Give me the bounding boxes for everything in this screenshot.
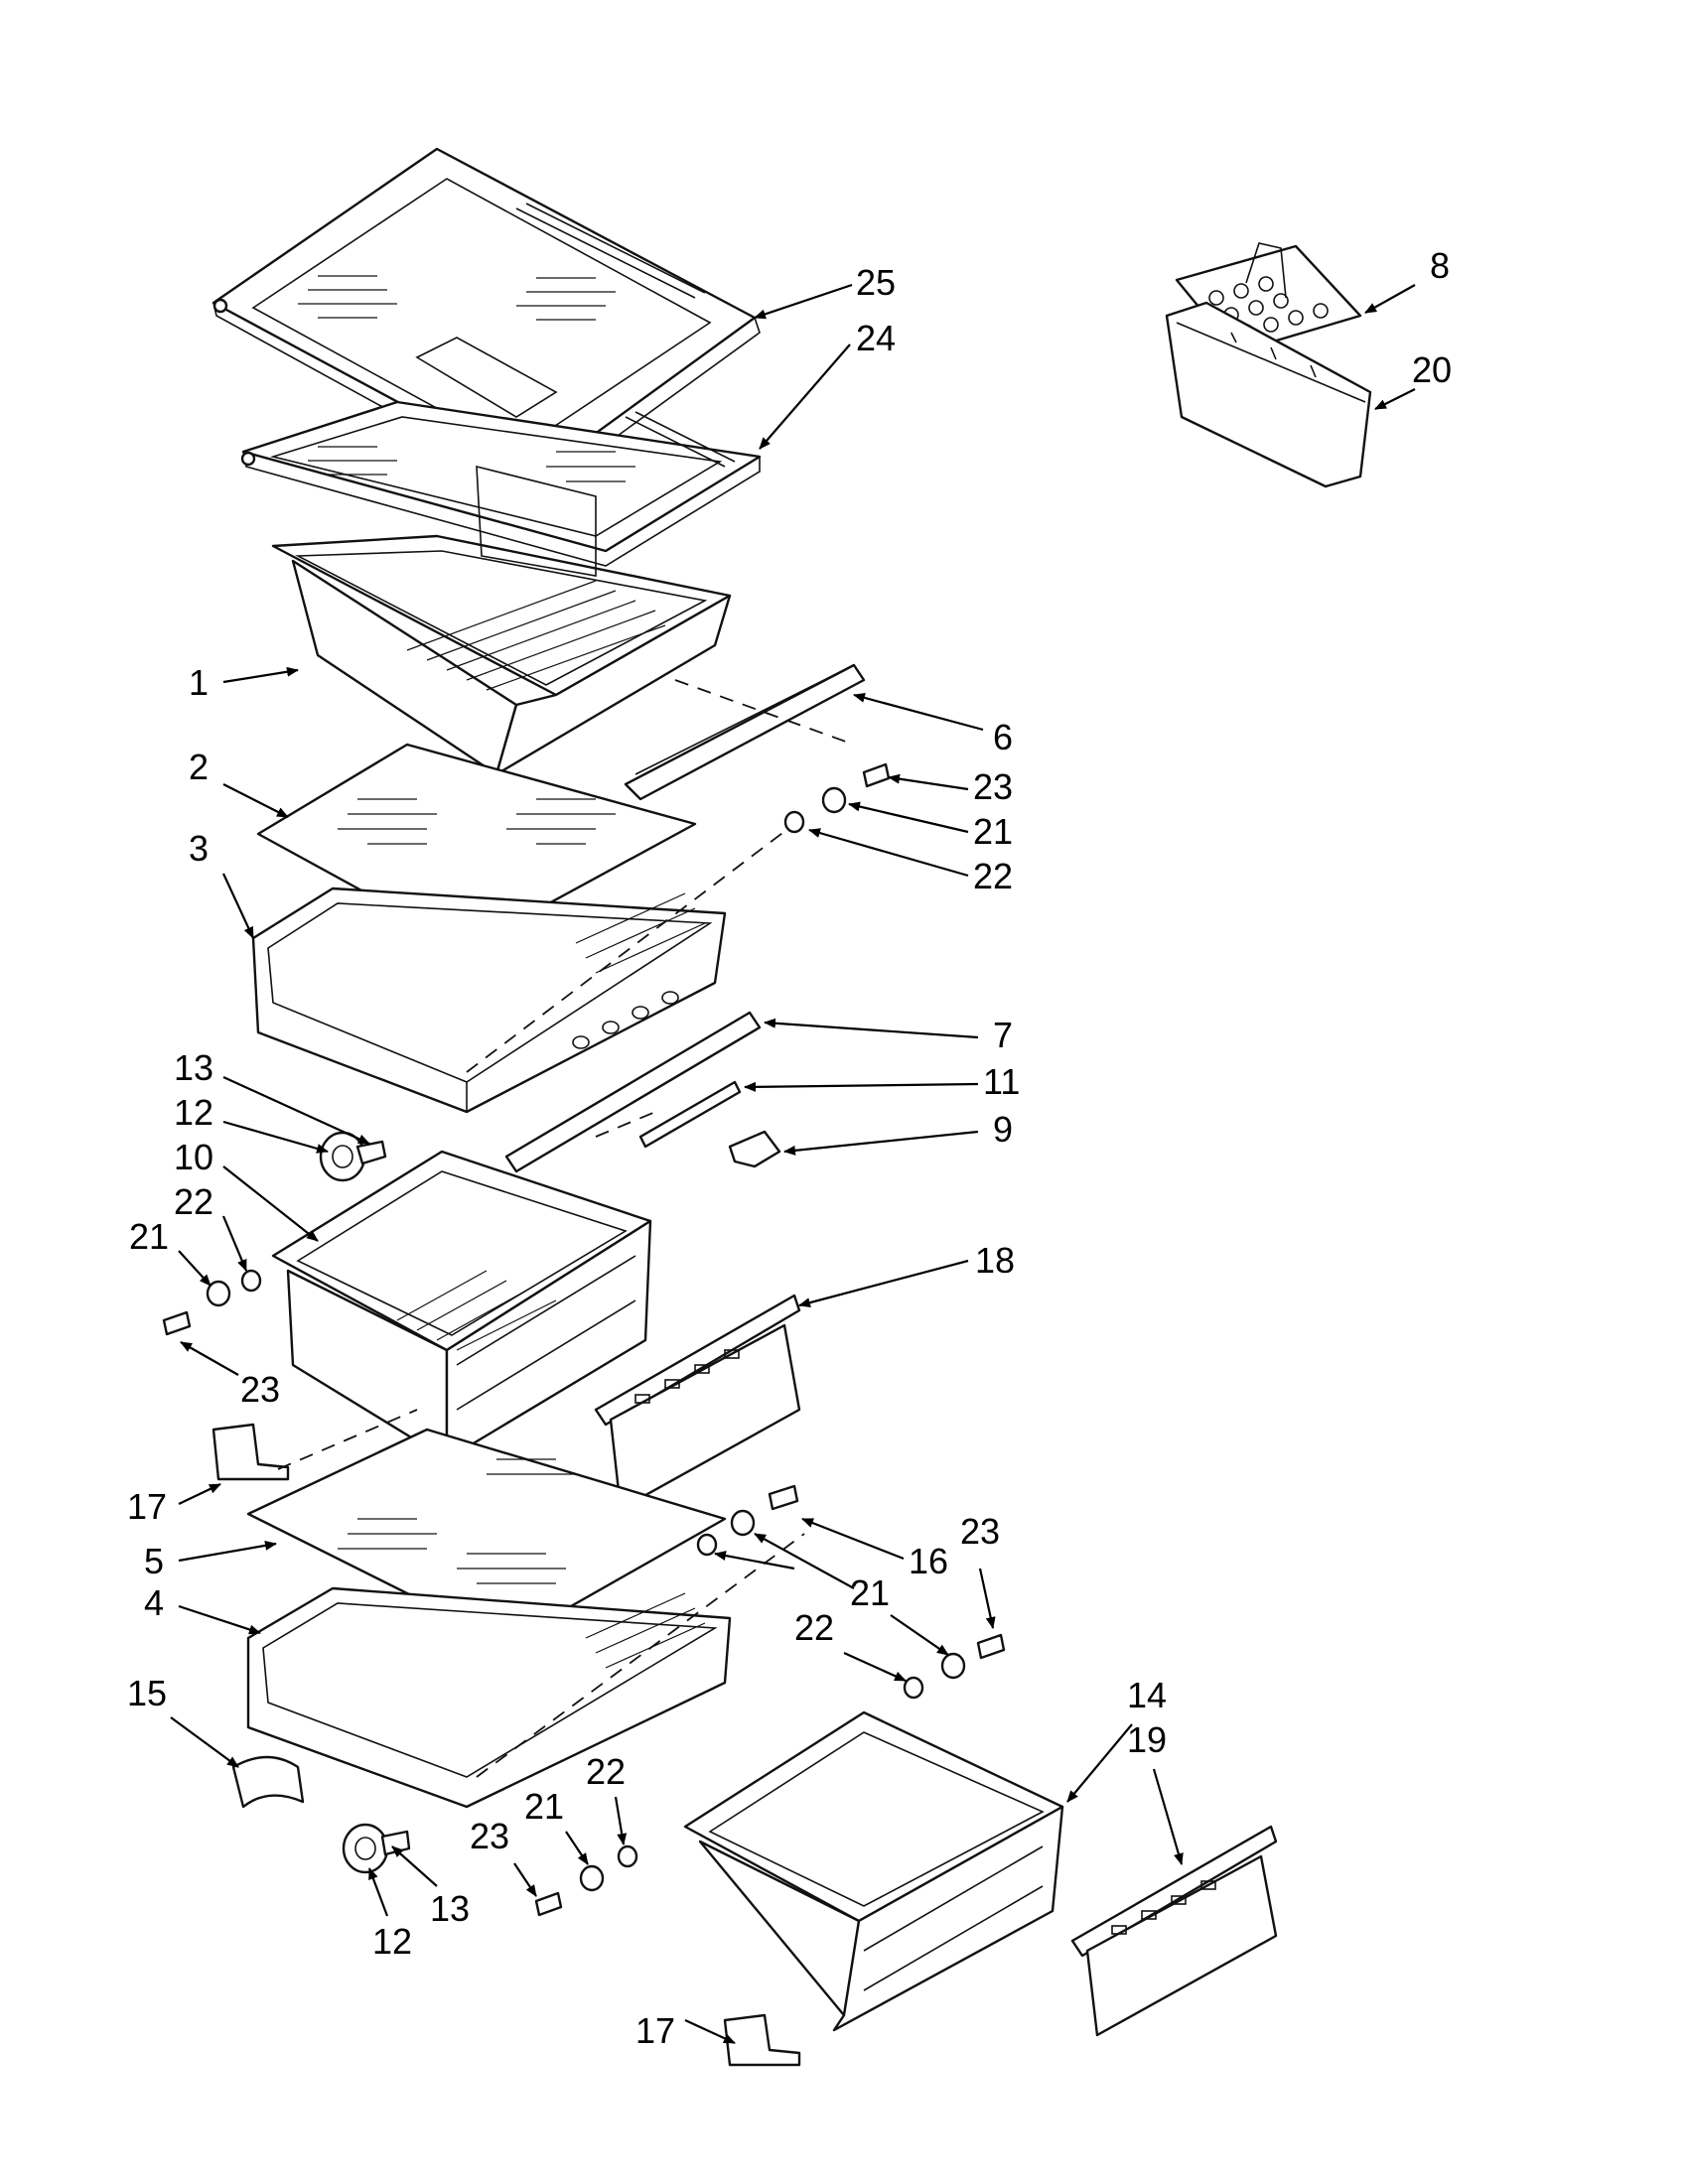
part-20-egg-bin bbox=[1165, 301, 1372, 488]
hardware-lower-middle bbox=[696, 1484, 799, 1557]
part-11-channel bbox=[595, 1080, 742, 1149]
callout-1: 1 bbox=[189, 662, 209, 703]
callout-12b: 12 bbox=[372, 1921, 412, 1962]
part-15-cover bbox=[231, 1755, 305, 1809]
part-19-drawer-front bbox=[1070, 1825, 1278, 2037]
callout-22a: 22 bbox=[973, 856, 1013, 896]
callout-24: 24 bbox=[856, 318, 896, 358]
part-3-crisper-frame bbox=[251, 887, 727, 1114]
part-24-shelf bbox=[240, 400, 762, 567]
callout-21c: 21 bbox=[850, 1572, 890, 1613]
callout-21b: 21 bbox=[129, 1216, 169, 1257]
callout-7: 7 bbox=[993, 1015, 1013, 1055]
callout-3: 3 bbox=[189, 828, 209, 869]
callout-21d: 21 bbox=[524, 1786, 564, 1827]
callout-15: 15 bbox=[127, 1673, 167, 1713]
callout-25: 25 bbox=[856, 262, 896, 303]
part-6-trim-rail bbox=[624, 663, 866, 801]
hardware-lower-right bbox=[903, 1633, 1006, 1700]
part-17-clip-upper bbox=[211, 1423, 290, 1481]
callout-17a: 17 bbox=[127, 1486, 167, 1527]
callout-23c: 23 bbox=[960, 1511, 1000, 1552]
callout-11: 11 bbox=[983, 1061, 1020, 1102]
part-1-crisper-pan bbox=[271, 465, 732, 776]
callout-4: 4 bbox=[144, 1582, 164, 1623]
callout-5: 5 bbox=[144, 1541, 164, 1581]
callout-8: 8 bbox=[1430, 245, 1450, 286]
part-12-13-roller-lower bbox=[342, 1823, 411, 1874]
callout-14: 14 bbox=[1127, 1675, 1167, 1715]
part-7-front-rail bbox=[504, 1011, 762, 1173]
callout-labels: 25 24 8 20 1 6 2 23 21 22 3 7 11 9 13 12… bbox=[127, 245, 1452, 2051]
callout-23b: 23 bbox=[240, 1369, 280, 1410]
callout-16: 16 bbox=[909, 1541, 948, 1581]
callout-23a: 23 bbox=[973, 766, 1013, 807]
part-9-clip bbox=[728, 1130, 781, 1168]
callout-17b: 17 bbox=[635, 2010, 675, 2051]
callout-13b: 13 bbox=[430, 1888, 470, 1929]
callout-22b: 22 bbox=[174, 1181, 213, 1222]
callout-22d: 22 bbox=[586, 1751, 626, 1792]
callout-2: 2 bbox=[189, 747, 209, 787]
part-4-crisper-frame bbox=[246, 1586, 732, 1809]
part-12-13-roller-upper bbox=[319, 1131, 387, 1182]
callout-10: 10 bbox=[174, 1137, 213, 1177]
callout-6: 6 bbox=[993, 717, 1013, 757]
callout-20: 20 bbox=[1412, 349, 1452, 390]
hardware-upper-right bbox=[783, 762, 891, 834]
callout-9: 9 bbox=[993, 1109, 1013, 1150]
part-10-drawer bbox=[271, 1150, 652, 1461]
callout-22c: 22 bbox=[794, 1607, 834, 1648]
callout-19: 19 bbox=[1127, 1719, 1167, 1760]
part-17-clip-lower bbox=[723, 2013, 801, 2067]
leader-lines bbox=[170, 283, 1416, 2044]
callout-12a: 12 bbox=[174, 1092, 213, 1133]
hardware-lower-left bbox=[534, 1844, 638, 1917]
callout-13a: 13 bbox=[174, 1047, 213, 1088]
part-14-drawer bbox=[683, 1710, 1064, 2032]
hardware-upper-left bbox=[162, 1269, 262, 1336]
callout-18: 18 bbox=[975, 1240, 1015, 1281]
callout-23d: 23 bbox=[470, 1816, 509, 1856]
part-18-drawer-front bbox=[594, 1294, 801, 1511]
part-25-shelf bbox=[211, 147, 761, 493]
callout-21a: 21 bbox=[973, 811, 1013, 852]
